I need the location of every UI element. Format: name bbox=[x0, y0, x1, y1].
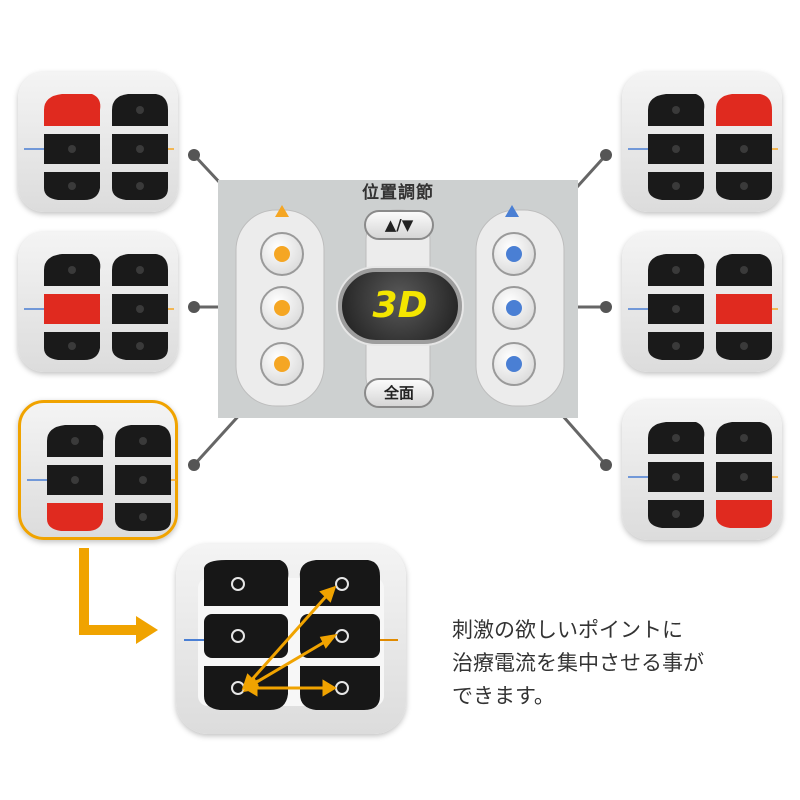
electrode-dot bbox=[672, 145, 680, 153]
blue-indicator-light bbox=[506, 300, 522, 316]
pad-diagram-right-bottom bbox=[622, 400, 782, 540]
electrode-dot bbox=[68, 266, 76, 274]
pad-diagram-svg bbox=[628, 94, 778, 200]
pad-detail-card bbox=[176, 544, 406, 734]
pad-diagram-svg bbox=[27, 425, 177, 531]
position-button-label: ▲/▼ bbox=[384, 216, 414, 234]
electrode-dot bbox=[136, 145, 144, 153]
electrode-dot bbox=[68, 182, 76, 190]
pad-diagram-right-top bbox=[622, 72, 782, 212]
electrode-dot bbox=[740, 342, 748, 350]
position-adjust-title: 位置調節 bbox=[362, 183, 434, 203]
orange-arrow-icon bbox=[79, 548, 158, 644]
electrode-dot bbox=[136, 182, 144, 190]
electrode-dot bbox=[68, 145, 76, 153]
up-triangle-blue-icon bbox=[505, 205, 519, 217]
electrode-dot bbox=[672, 266, 680, 274]
orange-indicator-light bbox=[274, 300, 290, 316]
electrode-pad-left-bottom bbox=[47, 503, 103, 531]
all-area-button[interactable]: 全面 bbox=[364, 378, 434, 408]
electrode-dot bbox=[139, 476, 147, 484]
pad-diagram-left-bottom bbox=[18, 400, 178, 540]
electrode-dot bbox=[136, 106, 144, 114]
remote-control-panel: 位置調節 ▲/▼ 3D 全面 bbox=[218, 180, 578, 418]
right-position-button-top[interactable] bbox=[492, 232, 536, 276]
electrode-dot bbox=[672, 510, 680, 518]
electrode-dot bbox=[672, 106, 680, 114]
mode-display-text: 3D bbox=[372, 285, 428, 326]
right-position-button-bottom[interactable] bbox=[492, 342, 536, 386]
electrode-dot bbox=[672, 305, 680, 313]
electrode-dot bbox=[740, 473, 748, 481]
all-button-label: 全面 bbox=[383, 384, 414, 402]
electrode-pad-right-bottom bbox=[716, 500, 772, 528]
electrode-pad-left-top bbox=[44, 94, 101, 126]
electrode-dot bbox=[139, 513, 147, 521]
electrode-dot bbox=[68, 342, 76, 350]
pad-diagram-left-middle bbox=[18, 232, 178, 372]
mode-display[interactable]: 3D bbox=[338, 268, 462, 344]
pad-diagram-svg bbox=[24, 254, 174, 360]
pad-diagram-svg bbox=[24, 94, 174, 200]
electrode-dot bbox=[136, 342, 144, 350]
electrode-dot bbox=[139, 437, 147, 445]
pad-diagram-svg bbox=[628, 422, 778, 528]
left-position-button-bottom[interactable] bbox=[260, 342, 304, 386]
electrode-dot bbox=[672, 434, 680, 442]
pad-diagram-svg bbox=[628, 254, 778, 360]
right-position-button-middle[interactable] bbox=[492, 286, 536, 330]
electrode-pad-right-top bbox=[716, 94, 772, 126]
electrode-dot bbox=[740, 434, 748, 442]
position-up-down-button[interactable]: ▲/▼ bbox=[364, 210, 434, 240]
pad-detail-diagram bbox=[184, 560, 398, 710]
blue-indicator-light bbox=[506, 356, 522, 372]
orange-indicator-light bbox=[274, 246, 290, 262]
blue-indicator-light bbox=[506, 246, 522, 262]
pad-diagram-left-top bbox=[18, 72, 178, 212]
electrode-dot bbox=[672, 473, 680, 481]
left-position-button-top[interactable] bbox=[260, 232, 304, 276]
electrode-dot bbox=[672, 342, 680, 350]
orange-indicator-light bbox=[274, 356, 290, 372]
caption-text: 刺激の欲しいポイントに 治療電流を集中させる事が できます。 bbox=[452, 618, 704, 708]
electrode-dot bbox=[672, 182, 680, 190]
electrode-pad-right-middle bbox=[716, 294, 772, 324]
pad-diagram-right-middle bbox=[622, 232, 782, 372]
electrode-dot bbox=[71, 437, 79, 445]
electrode-dot bbox=[740, 182, 748, 190]
electrode-dot bbox=[740, 266, 748, 274]
electrode-pad-left-middle bbox=[44, 294, 100, 324]
left-position-button-middle[interactable] bbox=[260, 286, 304, 330]
electrode-dot bbox=[136, 266, 144, 274]
electrode-dot bbox=[740, 145, 748, 153]
electrode-dot bbox=[136, 305, 144, 313]
up-triangle-orange-icon bbox=[275, 205, 289, 217]
electrode-dot bbox=[71, 476, 79, 484]
